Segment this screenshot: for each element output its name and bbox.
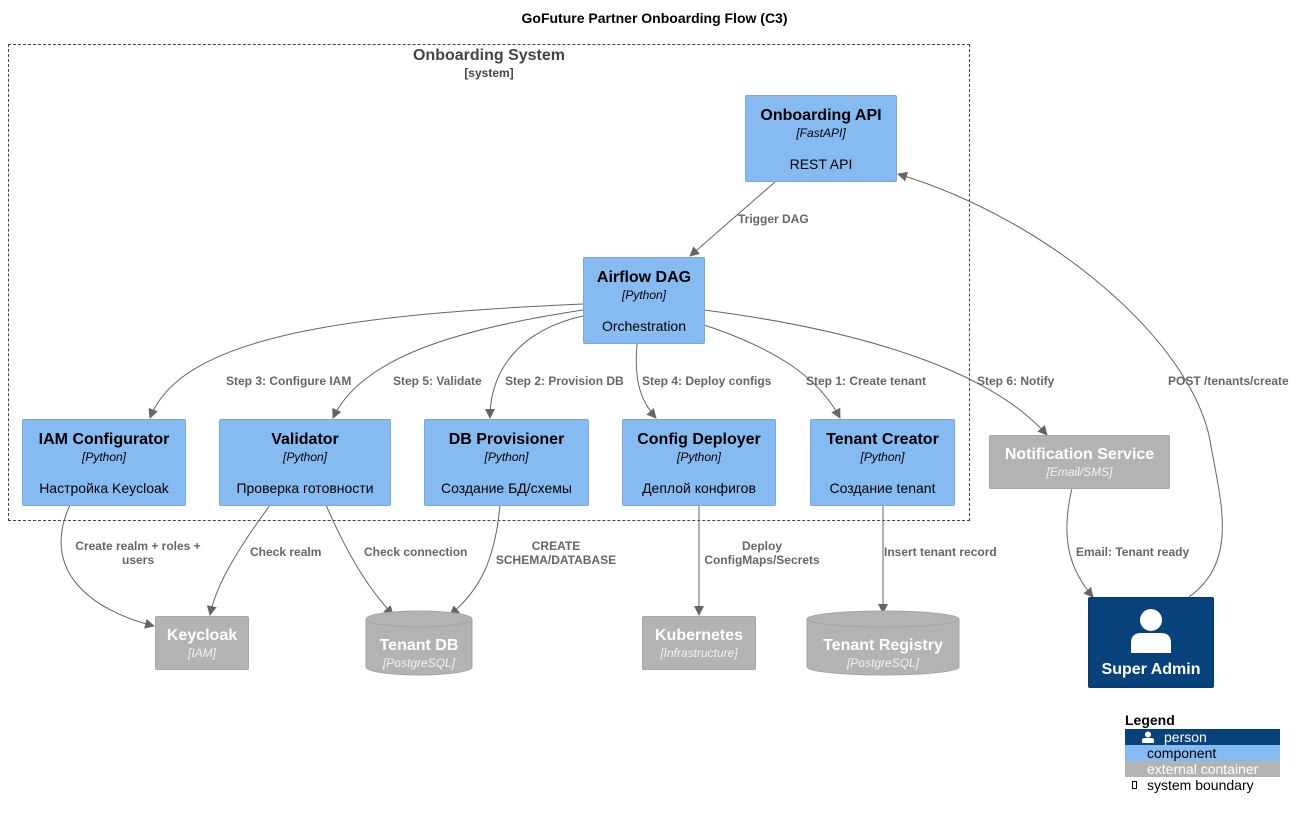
edge-label-deploy-line2: ConfigMaps/Secrets [704,553,820,567]
legend-person-icon [1142,731,1154,743]
boundary-name: Onboarding System [412,47,566,64]
edge-label-checkrealm: Check realm [250,545,322,559]
edge-label-realm-line1: Create realm + roles + [75,539,201,553]
component-name: Config Deployer [637,431,761,448]
component-tech: [Python] [282,450,328,464]
component-tech: [Python] [621,288,667,302]
edge-label-step1: Step 1: Create tenant [806,374,927,388]
component-name: DB Provisioner [448,431,565,448]
diagram-title: GoFuture Partner Onboarding Flow (C3) [521,10,788,26]
edge-step1 [703,324,841,419]
edge-label-insert: Insert tenant record [884,545,997,559]
edge-label-trigger: Trigger DAG [738,212,809,226]
edge-label-step5: Step 5: Validate [393,374,482,388]
component-desc: Проверка готовности [236,480,374,496]
airflow-dag-component[interactable]: Airflow DAG [Python] Orchestration [583,257,705,344]
component-desc: Создание БД/схемы [441,480,572,496]
edge-step3 [148,303,584,419]
edge-post [897,171,1223,598]
tenant-db-external[interactable]: Tenant DB [PostgreSQL] [365,636,473,671]
legend-external: external container [1125,761,1280,777]
edge-label-create-line1: CREATE [531,539,581,553]
edge-step6 [703,309,1048,436]
legend-external-label: external container [1147,761,1259,777]
legend-boundary: system boundary [1125,777,1280,793]
edge-label-deploy-line1: Deploy [741,539,782,553]
external-name: Notification Service [1004,446,1155,463]
notification-service-external[interactable]: Notification Service [Email/SMS] [989,435,1170,489]
external-tech: [PostgreSQL] [382,656,456,670]
edge-label-create-line2: SCHEMA/DATABASE [495,553,617,567]
edge-label-post: POST /tenants/create [1168,374,1289,388]
external-tech: [PostgreSQL] [846,656,920,670]
super-admin-person[interactable]: Super Admin [1088,597,1214,688]
edge-label-checkconn: Check connection [364,545,468,559]
component-tech: [FastAPI] [796,126,846,140]
legend-person: person [1125,729,1280,745]
edge-label-realm: Create realm + roles + users [68,539,208,567]
onboarding-api-component[interactable]: Onboarding API [FastAPI] REST API [745,95,897,182]
validator-component[interactable]: Validator [Python] Проверка готовности [219,419,391,506]
external-tech: [IAM] [187,646,216,660]
edge-checkconn [325,504,394,616]
edge-checkrealm [206,504,271,616]
external-name: Tenant DB [379,637,459,654]
edge-step5 [332,309,584,419]
legend-boundary-label: system boundary [1147,777,1254,793]
kubernetes-external[interactable]: Kubernetes [Infrastructure] [642,616,756,670]
component-tech: [Python] [81,450,127,464]
external-name: Tenant Registry [823,637,943,654]
component-desc: REST API [789,156,853,172]
component-desc: Деплой конфигов [642,480,756,496]
edge-label-create: CREATE SCHEMA/DATABASE [493,539,619,567]
external-name: Kubernetes [654,627,744,644]
legend-title: Legend [1125,712,1175,728]
legend-boundary-icon [1132,781,1137,789]
external-tech: [Infrastructure] [660,646,738,660]
component-desc: Создание tenant [829,480,936,496]
person-name: Super Admin [1101,661,1201,678]
external-name: Keycloak [166,627,238,644]
component-tech: [Python] [484,450,529,464]
iam-configurator-component[interactable]: IAM Configurator [Python] Настройка Keyc… [22,419,186,506]
edge-step2 [485,315,584,419]
component-name: Onboarding API [760,107,882,124]
tenant-creator-component[interactable]: Tenant Creator [Python] Создание tenant [810,419,955,506]
component-name: Airflow DAG [596,269,692,286]
edge-label-step2: Step 2: Provision DB [505,374,624,388]
edge-label-email: Email: Tenant ready [1076,545,1190,559]
db-provisioner-component[interactable]: DB Provisioner [Python] Создание БД/схем… [424,419,589,506]
edge-step4 [635,343,657,419]
tenant-db-cylinder-shape [365,610,473,676]
edge-realm [60,504,155,629]
edge-email [1066,487,1094,598]
component-desc: Orchestration [601,318,687,334]
edge-create [449,504,501,616]
legend-person-label: person [1164,729,1207,745]
boundary-type: [system] [464,66,514,80]
external-tech: [Email/SMS] [1046,465,1113,479]
tenant-registry-cylinder-shape [806,610,960,676]
component-name: Validator [271,431,339,448]
edge-label-step6: Step 6: Notify [977,374,1055,388]
component-name: Tenant Creator [826,431,939,448]
component-desc: Настройка Keycloak [39,480,169,496]
component-name: IAM Configurator [38,431,170,448]
keycloak-external[interactable]: Keycloak [IAM] [155,616,249,670]
legend-component: component [1125,745,1280,761]
config-deployer-component[interactable]: Config Deployer [Python] Деплой конфигов [622,419,776,506]
component-tech: [Python] [676,450,722,464]
edge-trigger [689,181,776,257]
legend-component-label: component [1147,745,1217,761]
component-tech: [Python] [860,450,905,464]
edge-label-step4: Step 4: Deploy configs [642,374,772,388]
edge-label-realm-line2: users [121,553,155,567]
edge-label-deploy: Deploy ConfigMaps/Secrets [699,539,825,567]
system-boundary [8,44,970,521]
person-icon [1131,609,1171,653]
tenant-registry-external[interactable]: Tenant Registry [PostgreSQL] [806,636,960,671]
edge-label-step3: Step 3: Configure IAM [226,374,352,388]
